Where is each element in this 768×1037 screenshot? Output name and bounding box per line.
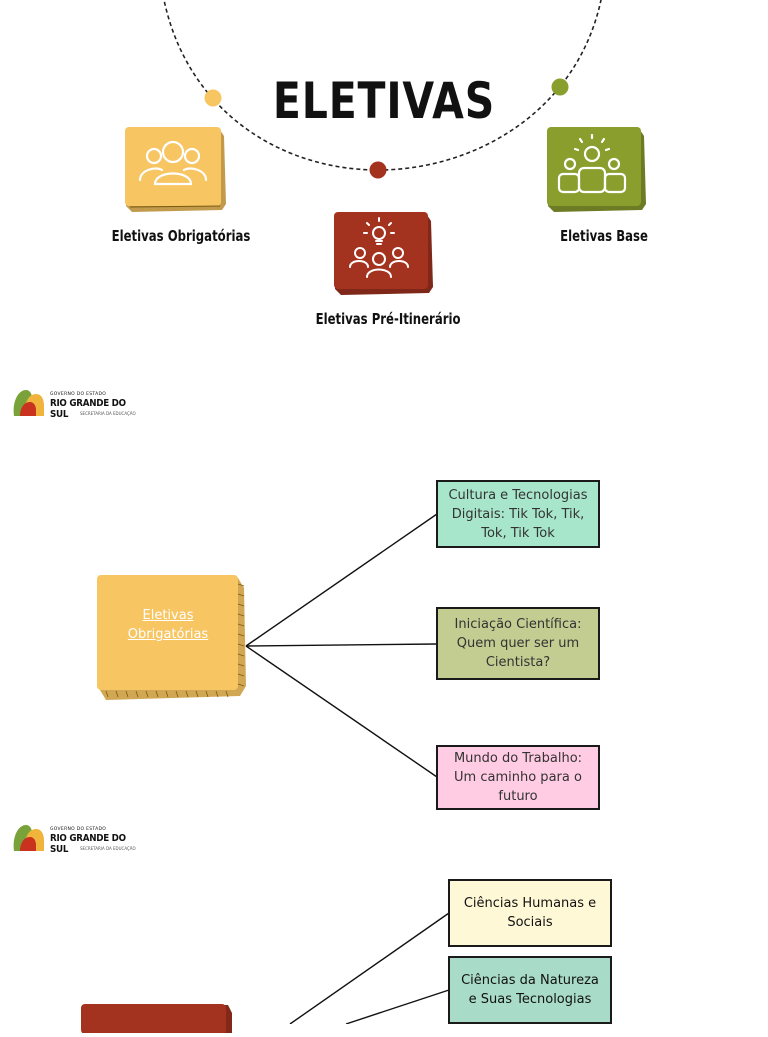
dot-red: [369, 161, 387, 179]
mindmap1-connectors: [245, 513, 438, 778]
category-tile-obrigatorias: [124, 126, 228, 218]
rs-logo-icon: [13, 825, 44, 851]
mindmap2-connectors: [289, 912, 450, 1024]
dot-yellow: [204, 89, 222, 107]
logo-line-1: GOVERNO DO ESTADO: [50, 392, 107, 397]
team-icon: [547, 127, 646, 212]
dot-green: [551, 78, 569, 96]
group-icon: [125, 127, 226, 212]
mindmap1-root: Eletivas Obrigatórias: [96, 574, 248, 706]
logo-line-1: GOVERNO DO ESTADO: [50, 827, 107, 832]
logo-line-3: SECRETARIA DA EDUCAÇÃO: [80, 846, 136, 851]
connector-line: [345, 989, 450, 1024]
category-label-base: Eletivas Base: [560, 227, 648, 245]
government-logo: GOVERNO DO ESTADO RIO GRANDE DO SUL SECR…: [10, 380, 140, 430]
logo-line-2: RIO GRANDE DO SUL: [50, 833, 126, 855]
connector-line: [245, 513, 438, 647]
connector-line: [245, 645, 438, 778]
category-tile-base: [546, 126, 648, 218]
child-node-mundo: Mundo do Trabalho: Um caminho para o fut…: [436, 745, 600, 810]
idea-group-icon: [334, 212, 433, 295]
rs-logo-icon: [13, 390, 44, 416]
category-label-obrigatorias: Eletivas Obrigatórias: [111, 227, 251, 245]
category-tile-pre-itinerario: [333, 211, 435, 301]
child-node-iniciacao: Iniciação Científica: Quem quer ser um C…: [436, 607, 600, 680]
child-node-humanas: Ciências Humanas e Sociais: [448, 879, 612, 947]
page-title: ELETIVAS: [272, 72, 496, 130]
category-label-pre-itinerario: Eletivas Pré-Itinerário: [315, 310, 461, 328]
government-logo: GOVERNO DO ESTADO RIO GRANDE DO SUL SECR…: [10, 815, 140, 865]
logo-line-2: RIO GRANDE DO SUL: [50, 398, 126, 420]
child-node-cultura: Cultura e Tecnologias Digitais: Tik Tok,…: [436, 480, 600, 548]
connector-line: [289, 912, 450, 1024]
child-node-natureza: Ciências da Natureza e Suas Tecnologias: [448, 956, 612, 1024]
mindmap2-root: [80, 1003, 236, 1037]
logo-line-3: SECRETARIA DA EDUCAÇÃO: [80, 411, 136, 416]
mindmap1-root-label: Eletivas Obrigatórias: [127, 608, 209, 642]
connector-line: [245, 643, 438, 647]
